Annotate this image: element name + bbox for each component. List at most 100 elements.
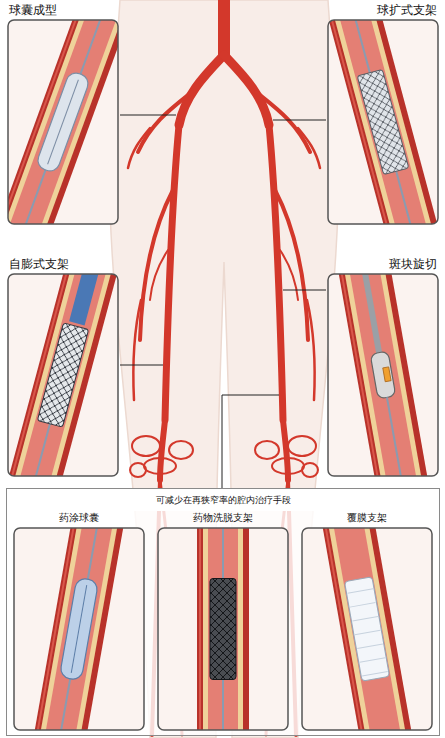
panel-picture (158, 369, 288, 738)
plaque-layer (8, 274, 118, 476)
panel-heading: 斑块旋切 (326, 256, 440, 272)
vessel-segment (197, 528, 249, 730)
wall-highlight (302, 528, 389, 730)
vessel-wall (328, 20, 438, 224)
group-heading: 可减少在再狭窄率的腔内治疗手段 (7, 489, 439, 511)
panel-frame (302, 528, 432, 730)
vessel-lumen (8, 274, 118, 476)
vessel-segment (14, 528, 144, 730)
artery (179, 55, 224, 125)
vessel-wall (8, 274, 118, 476)
guide-wire (328, 20, 438, 224)
artery (280, 250, 298, 300)
leader-line (120, 365, 163, 366)
wall-highlight (199, 528, 201, 730)
stent-ring (352, 616, 378, 621)
artery (138, 92, 192, 152)
wall-highlight (8, 274, 108, 476)
stent-ring (350, 603, 376, 608)
stent-ring (357, 644, 383, 649)
guide-wire (34, 528, 124, 730)
artery (140, 190, 173, 340)
wall-highlight (8, 20, 118, 224)
vessel-lumen (328, 274, 438, 476)
guide-wire (387, 397, 428, 476)
artery (307, 300, 315, 400)
stent-ring (360, 658, 386, 663)
panel-clip-group (8, 20, 118, 224)
plaque-layer (14, 528, 144, 730)
panel-heading: 自膨式支架 (6, 256, 120, 272)
genicular-artery (272, 458, 304, 474)
vessel-wall (197, 528, 249, 730)
vessel-wall (328, 274, 438, 476)
vessel-wall (8, 20, 118, 224)
leader-line (273, 120, 326, 121)
panel-heading: 球囊成型 (6, 2, 120, 18)
panel-clip-group (328, 20, 438, 224)
group-box: 可减少在再狭窄率的腔内治疗手段药涂球囊药物洗脱支架覆膜支架 (6, 488, 440, 736)
treatment-panel: 覆膜支架 (300, 510, 434, 732)
balloon-shaft (71, 585, 86, 673)
plaque-layer (328, 20, 438, 224)
vessel-lumen (19, 528, 139, 730)
genicular-artery (288, 436, 316, 456)
plaque-layer (203, 528, 243, 730)
wall-highlight (328, 274, 405, 476)
artery (269, 125, 283, 420)
panel-clip-group (14, 528, 144, 730)
panel-clip-group (197, 528, 249, 730)
vessel-lumen (208, 528, 238, 730)
genicular-artery (302, 463, 318, 477)
vessel-wall (14, 528, 144, 730)
panel-clip-group (328, 274, 438, 476)
genicular-artery (132, 436, 160, 456)
panel-heading: 球扩式支架 (326, 2, 440, 18)
wall-highlight (328, 20, 428, 224)
atherectomy-head (370, 351, 396, 399)
balloon (59, 577, 98, 680)
artery (165, 125, 179, 420)
plaque-layer (328, 274, 438, 476)
treatment-panel: 自膨式支架 (6, 256, 120, 478)
cutting-window (383, 367, 391, 382)
panel-frame (158, 528, 288, 730)
vessel-segment (328, 274, 438, 476)
panel-picture (8, 368, 150, 738)
genicular-artery (255, 441, 279, 459)
plaque-layer (8, 20, 118, 224)
leader-line (283, 290, 326, 291)
artery (256, 92, 310, 152)
leader-line (120, 115, 176, 116)
genicular-artery (169, 441, 193, 459)
plaque-layer (302, 528, 432, 730)
vessel-lumen (328, 20, 438, 224)
stent-ring (355, 630, 381, 635)
artery (283, 420, 288, 480)
stent (37, 323, 88, 427)
vessel-segment (302, 528, 432, 730)
panel-frame (328, 274, 438, 476)
artery (160, 420, 165, 480)
genicular-artery (144, 458, 176, 474)
panel-frame (14, 528, 144, 730)
artery (150, 250, 168, 300)
treatment-panel: 球扩式支架 (326, 2, 440, 226)
artery (224, 55, 269, 125)
treatment-panel: 斑块旋切 (326, 256, 440, 478)
stent-ring (348, 589, 374, 594)
delivery-catheter (69, 274, 118, 325)
panel-heading: 药涂球囊 (12, 510, 146, 526)
artery (128, 128, 150, 168)
artery (218, 0, 230, 55)
artery (298, 128, 320, 168)
leader-line (222, 395, 279, 488)
artery (275, 190, 308, 340)
treatment-panel: 药涂球囊 (12, 510, 146, 732)
guide-wire (8, 20, 118, 224)
catheter (335, 274, 382, 353)
vessel-wall (302, 528, 432, 730)
panel-frame (8, 274, 118, 476)
panel-heading: 覆膜支架 (300, 510, 434, 526)
